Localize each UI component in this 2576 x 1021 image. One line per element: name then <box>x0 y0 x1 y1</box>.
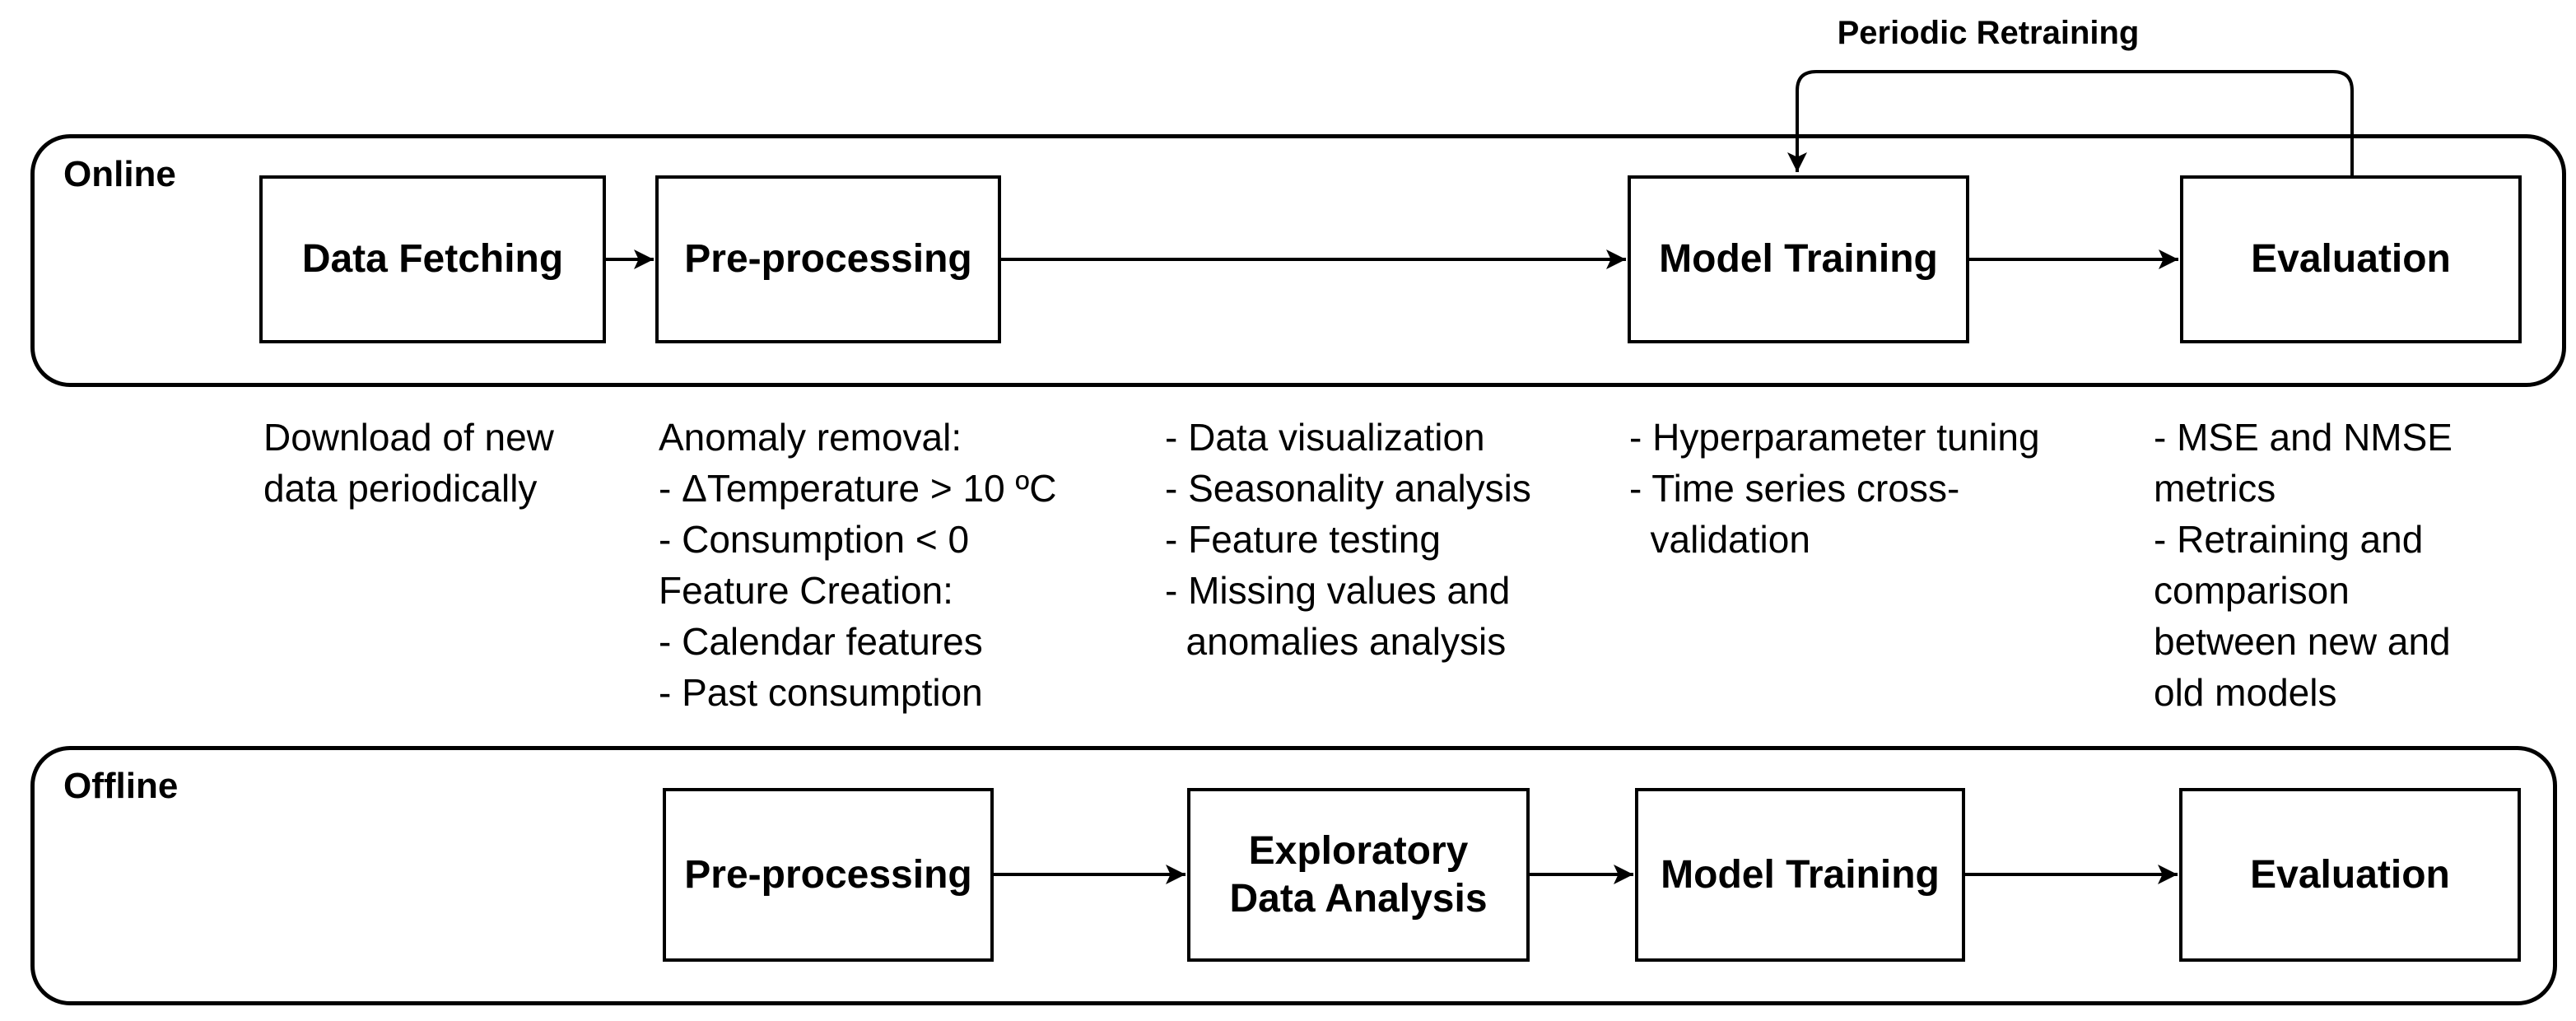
node-offline-exploratory-data-analysis: Exploratory Data Analysis <box>1187 788 1530 962</box>
online-label: Online <box>63 154 176 194</box>
node-offline-evaluation: Evaluation <box>2179 788 2521 962</box>
node-model-training-label: Model Training <box>1659 237 1938 281</box>
node-offline-preprocessing-label: Pre-processing <box>684 852 972 897</box>
node-offline-eda-label: Exploratory Data Analysis <box>1229 828 1488 921</box>
note-evaluation: - MSE and NMSE metrics - Retraining and … <box>2154 416 2453 714</box>
note-data-fetching: Download of new data periodically <box>263 416 554 510</box>
node-offline-evaluation-label: Evaluation <box>2250 852 2450 897</box>
note-preprocessing: Anomaly removal: - ΔTemperature > 10 ºC … <box>659 416 1057 714</box>
online-container <box>30 134 2566 387</box>
node-evaluation: Evaluation <box>2180 175 2522 343</box>
node-evaluation-label: Evaluation <box>2251 237 2451 281</box>
note-exploratory-analysis: - Data visualization - Seasonality analy… <box>1165 416 1531 663</box>
node-offline-model-training: Model Training <box>1635 788 1965 962</box>
node-offline-model-training-label: Model Training <box>1661 852 1940 897</box>
periodic-retraining-label: Periodic Retraining <box>1837 15 2140 51</box>
node-offline-preprocessing: Pre-processing <box>663 788 994 962</box>
node-preprocessing-label: Pre-processing <box>684 237 972 281</box>
node-model-training: Model Training <box>1628 175 1969 343</box>
node-data-fetching: Data Fetching <box>259 175 606 343</box>
offline-container <box>30 746 2557 1005</box>
node-data-fetching-label: Data Fetching <box>301 237 564 281</box>
note-model-training: - Hyperparameter tuning - Time series cr… <box>1629 416 2040 561</box>
node-preprocessing: Pre-processing <box>655 175 1001 343</box>
offline-label: Offline <box>63 766 179 806</box>
